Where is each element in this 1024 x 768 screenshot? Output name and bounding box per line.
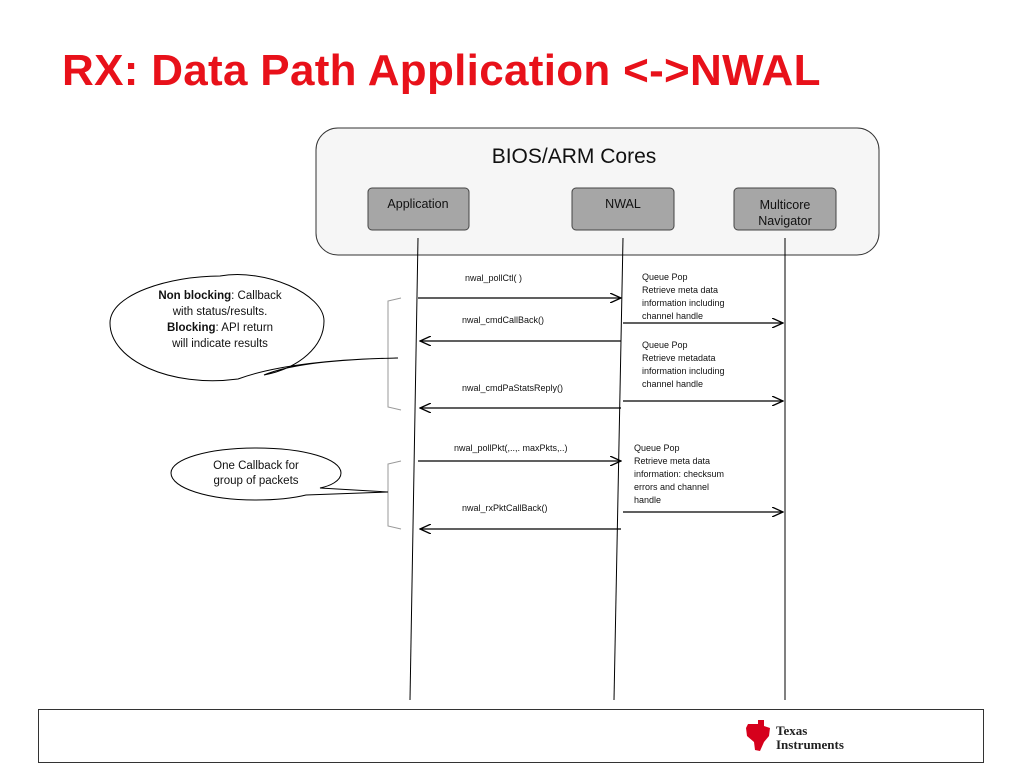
multicore-navigator-box <box>733 187 837 231</box>
application-lifeline <box>409 237 419 701</box>
rx-pkt-callback-label: nwal_rxPktCallBack() <box>462 503 548 513</box>
note1-line3: information including <box>642 298 725 308</box>
note2-line3: information including <box>642 366 725 376</box>
callout-1-non-blocking-rest: : Callback <box>231 290 282 302</box>
ti-state-icon <box>746 720 770 751</box>
note3-line5: handle <box>634 495 661 505</box>
callout-2-line2: group of packets <box>213 475 298 487</box>
pa-stats-reply-label: nwal_cmdPaStatsReply() <box>462 383 563 393</box>
callout-1-line1: Non blocking: Callback <box>158 290 282 302</box>
note2-line1: Queue Pop <box>642 340 688 350</box>
navigator-label-line2: Navigator <box>758 214 812 228</box>
note1-line1: Queue Pop <box>642 272 688 282</box>
note3-line1: Queue Pop <box>634 443 680 453</box>
navigator-label-line1: Multicore <box>760 198 811 212</box>
bracket-group-1 <box>387 297 402 411</box>
note1-line2: Retrieve meta data <box>642 285 718 295</box>
slide-title: RX: Data Path Application <->NWAL <box>62 46 821 95</box>
texas-instruments-logo: Texas Instruments <box>746 720 844 752</box>
logo-line1: Texas <box>776 723 807 738</box>
callout-1-line3: Blocking: API return <box>167 322 273 334</box>
callout-1-line4: will indicate results <box>171 338 268 350</box>
callout-1-blocking: Blocking <box>167 322 216 334</box>
nwal-label: NWAL <box>605 197 641 211</box>
note3-line2: Retrieve meta data <box>634 456 710 466</box>
callout-1-blocking-rest: : API return <box>216 322 274 334</box>
callout-1-line2: with status/results. <box>172 306 268 318</box>
application-label: Application <box>387 197 448 211</box>
footer-bar <box>38 709 984 763</box>
nwal-lifeline <box>613 237 624 701</box>
cmd-callback-label: nwal_cmdCallBack() <box>462 315 544 325</box>
note3-line4: errors and channel <box>634 482 709 492</box>
note2-line4: channel handle <box>642 379 703 389</box>
logo-line2: Instruments <box>776 737 844 752</box>
callout-1-non-blocking: Non blocking <box>158 290 231 302</box>
callout-2-line1: One Callback for <box>213 460 299 472</box>
note1-line4: channel handle <box>642 311 703 321</box>
bracket-group-2 <box>387 460 402 530</box>
poll-pkt-label: nwal_pollPkt(,..,. maxPkts,..) <box>454 443 568 453</box>
note3-line3: information: checksum <box>634 469 724 479</box>
poll-ctl-label: nwal_pollCtl( ) <box>465 273 522 283</box>
nwal-box <box>571 187 675 231</box>
callout-2-bubble <box>170 447 389 501</box>
application-box <box>367 187 470 231</box>
callout-1-bubble <box>109 274 399 382</box>
group-title: BIOS/ARM Cores <box>492 145 657 168</box>
note2-line2: Retrieve metadata <box>642 353 716 363</box>
